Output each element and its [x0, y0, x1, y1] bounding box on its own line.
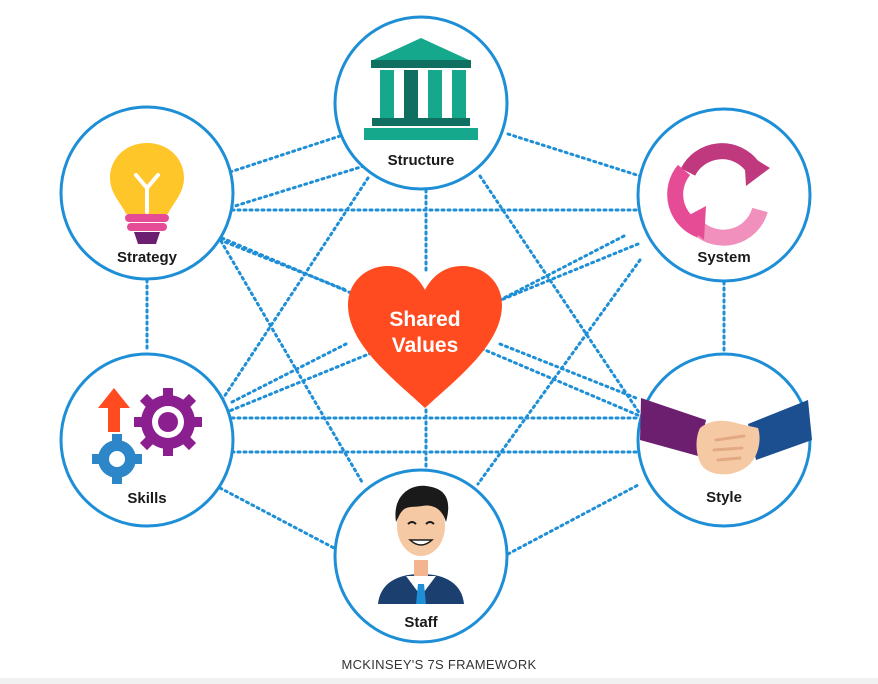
- connector-line: [218, 486, 336, 550]
- connector-line: [506, 132, 642, 178]
- bottom-band: [0, 678, 878, 684]
- connector-line: [230, 342, 348, 404]
- node-style: Style: [636, 352, 812, 528]
- connector-line: [498, 342, 638, 400]
- node-skills: Skills: [59, 352, 235, 528]
- system-label: System: [697, 249, 750, 266]
- node-staff: Staff: [333, 468, 509, 644]
- connector-line: [498, 234, 626, 302]
- person-icon: [378, 485, 464, 604]
- cycle-arrows-icon: [667, 143, 770, 246]
- handshake-icon: [640, 398, 812, 475]
- shared-values-line1: Shared: [389, 308, 460, 331]
- diagram-caption: MCKINSEY'S 7S FRAMEWORK: [341, 657, 537, 672]
- connector-line: [478, 174, 642, 416]
- staff-label: Staff: [404, 614, 438, 631]
- skills-label: Skills: [127, 490, 166, 507]
- structure-label: Structure: [388, 152, 455, 169]
- connector-line: [220, 164, 366, 212]
- style-label: Style: [706, 489, 742, 506]
- heart-icon: [348, 266, 502, 408]
- connector-line: [228, 134, 342, 174]
- node-system: System: [636, 107, 812, 283]
- connector-line: [476, 258, 642, 486]
- connector-line: [220, 176, 370, 402]
- node-structure: Structure: [333, 15, 509, 191]
- connector-lines: [145, 132, 726, 556]
- connector-line: [216, 234, 364, 484]
- gears-arrow-icon: [92, 388, 202, 484]
- lightbulb-icon: [110, 143, 184, 244]
- shared-values-line2: Values: [392, 334, 459, 357]
- shared-values-heart: Shared Values: [348, 266, 502, 408]
- node-strategy: Strategy: [59, 105, 235, 281]
- bank-building-icon: [364, 38, 478, 140]
- strategy-label: Strategy: [117, 249, 178, 266]
- connector-line: [506, 482, 642, 556]
